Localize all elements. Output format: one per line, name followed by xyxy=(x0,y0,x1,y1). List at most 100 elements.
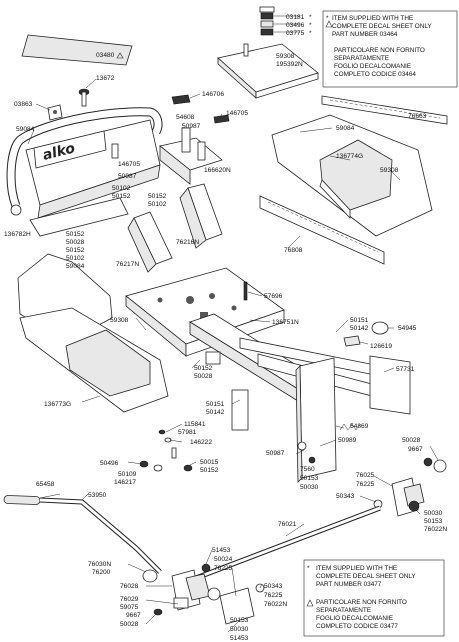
part-label: 03775 xyxy=(286,30,305,37)
part-labels: 03181 03496 03775 03480 59308 195392N 13… xyxy=(4,14,447,642)
hardware-cluster-left xyxy=(139,429,193,472)
part-label: 57696 xyxy=(264,293,283,300)
star-icon: * xyxy=(309,14,312,21)
part-label: 50153 xyxy=(230,617,249,624)
part-label: 59084 xyxy=(16,126,35,133)
part-label: 126619 xyxy=(370,343,392,350)
bracket-166620N xyxy=(159,127,223,185)
part-label: 76022N xyxy=(264,601,287,608)
note-top-line-6: FOGLIO DECALCOMANIE xyxy=(334,63,411,70)
side-cover-136773G xyxy=(17,253,169,413)
part-label: 76028 xyxy=(120,583,139,590)
part-label: 50152 xyxy=(66,247,85,254)
note-bottom-line-6: FOGLIO DECALCOMANIE xyxy=(316,615,393,622)
handle-65458 xyxy=(3,495,162,574)
part-label: 50028 xyxy=(66,239,85,246)
part-label: 50987 xyxy=(118,173,137,180)
part-label: 50152 xyxy=(66,231,85,238)
leader-lines xyxy=(27,15,439,633)
part-label: 146705 xyxy=(226,110,248,117)
part-label: 146217 xyxy=(114,479,136,486)
note-top-line-7: COMPLETO CODICE 03464 xyxy=(334,71,416,78)
note-box-bottom: * xyxy=(303,559,445,637)
part-label: 50987 xyxy=(266,450,285,457)
part-label: 146222 xyxy=(190,439,212,446)
part-label: 65458 xyxy=(36,481,55,488)
block-146705 xyxy=(213,114,230,124)
part-label: 50102 xyxy=(112,185,131,192)
part-label: 50151 xyxy=(206,401,225,408)
part-label: 76225 xyxy=(356,481,375,488)
part-label: 51453 xyxy=(230,635,249,642)
triangle-icon xyxy=(325,20,333,28)
part-label: 76808 xyxy=(284,247,303,254)
part-label: 136774G xyxy=(336,153,363,160)
part-label: 50153 xyxy=(424,518,443,525)
block-126619 xyxy=(343,335,361,347)
front-bumper-136782H: alko xyxy=(6,107,163,237)
note-bottom-line-5: SEPARATAMENTE xyxy=(316,607,371,614)
part-label: 03863 xyxy=(14,101,33,108)
decal-strip-76663 xyxy=(321,95,448,125)
part-label: 115841 xyxy=(184,421,206,428)
decal-markers: * * * xyxy=(116,14,312,59)
part-label: 59308 xyxy=(110,317,129,324)
part-label: 136782H xyxy=(4,231,31,238)
triangle-icon xyxy=(116,52,124,59)
chassis-136751N xyxy=(125,267,411,483)
part-label: 59084 xyxy=(336,125,355,132)
note-top-line-1: ITEM SUPPLIED WITH THE xyxy=(332,15,413,22)
part-label: 50028 xyxy=(402,437,421,444)
bracket-76216N xyxy=(179,183,223,249)
part-label: 03496 xyxy=(286,22,305,29)
part-label: 9667 xyxy=(408,446,423,453)
part-label: 9667 xyxy=(126,612,141,619)
part-label: 76029 xyxy=(120,596,139,603)
part-label: 50102 xyxy=(148,201,167,208)
note-top-line-5: SEPARATAMENTE xyxy=(334,55,389,62)
part-label: 50152 xyxy=(112,193,131,200)
part-label: 50028 xyxy=(120,621,139,628)
part-label: 50030 xyxy=(230,626,249,633)
note-bottom-line-7: COMPLETO CODICE 03477 xyxy=(316,623,398,630)
part-label: 50030 xyxy=(424,510,443,517)
part-label: 76225 xyxy=(264,592,283,599)
note-bottom-line-3: PART NUMBER 03477 xyxy=(316,581,382,588)
part-label: 57731 xyxy=(396,366,415,373)
part-label: 50496 xyxy=(100,460,119,467)
axle-parts-right xyxy=(297,441,447,517)
part-label: 50102 xyxy=(66,255,85,262)
part-label: 76030N xyxy=(88,561,111,568)
part-label: 50030 xyxy=(300,484,319,491)
part-label: 146706 xyxy=(202,91,224,98)
part-label: 54608 xyxy=(176,114,195,121)
part-label: 76200 xyxy=(92,569,111,576)
part-label: 76022N xyxy=(424,526,447,533)
part-label: 166620N xyxy=(204,167,231,174)
block-146706 xyxy=(171,94,191,105)
part-label: 50142 xyxy=(350,325,369,332)
star-icon: * xyxy=(309,22,312,29)
part-label: 50152 xyxy=(194,365,213,372)
note-text-bottom: ITEM SUPPLIED WITH THE COMPLETE DECAL SH… xyxy=(316,565,416,630)
part-label: 54945 xyxy=(398,325,417,332)
part-label: 50343 xyxy=(264,583,283,590)
part-label: 59308 xyxy=(380,167,399,174)
part-label: 57981 xyxy=(178,429,197,436)
bracket-76217N xyxy=(127,211,173,273)
part-label: 50151 xyxy=(350,317,369,324)
part-label: 7560 xyxy=(300,466,315,473)
part-label: 50024 xyxy=(214,556,233,563)
note-bottom-line-1: ITEM SUPPLIED WITH THE xyxy=(316,565,397,572)
star-icon: * xyxy=(307,565,310,572)
part-label: 54869 xyxy=(350,423,369,430)
note-top-line-4: PARTICOLARE NON FORNITO xyxy=(334,47,425,54)
logo-panel xyxy=(33,130,107,169)
part-label: 50015 xyxy=(200,459,219,466)
part-label: 50987 xyxy=(182,123,201,130)
part-label: 50153 xyxy=(300,475,319,482)
part-label: 50989 xyxy=(338,437,357,444)
part-label: 59075 xyxy=(120,604,139,611)
